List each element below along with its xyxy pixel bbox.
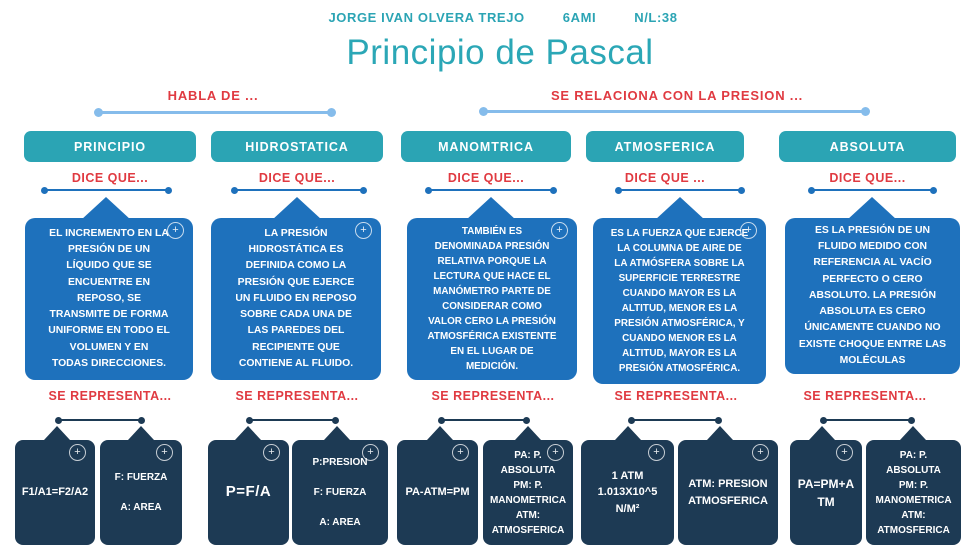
formula-text: 1 ATM 1.013X10^5 N/M² (597, 469, 658, 515)
topic-chip-absoluta[interactable]: ABSOLUTA (779, 131, 956, 162)
dice-que-label: DICE QUE... (447, 171, 525, 185)
topic-chip-hidrostatica[interactable]: HIDROSTATICA (211, 131, 383, 162)
student-header: JORGE IVAN OLVERA TREJO 6AMI N/L:38 (0, 10, 978, 25)
formula-box-atmosferica[interactable]: 1 ATM 1.013X10^5 N/M² (581, 426, 674, 545)
definition-text: LA PRESIÓN HIDROSTÁTICA ES DEFINIDA COMO… (235, 228, 357, 369)
formula-text: PA-ATM=PM (405, 486, 470, 499)
legend-text: ATM: PRESION ATMOSFERICA (688, 478, 768, 507)
topic-chip-atmosferica[interactable]: ATMOSFERICA (586, 131, 744, 162)
definition-bubble-hidrostatica[interactable]: LA PRESIÓN HIDROSTÁTICA ES DEFINIDA COMO… (211, 196, 381, 380)
definition-bubble-manomtrica[interactable]: TAMBIÉN ES DENOMINADA PRESIÓN RELATIVA P… (407, 196, 577, 380)
representa-connector-line (246, 416, 339, 424)
expand-icon[interactable] (452, 444, 469, 461)
dice-que-connector-line (615, 186, 745, 194)
definition-bubble-atmosferica[interactable]: ES LA FUERZA QUE EJERCE LA COLUMNA DE AI… (593, 196, 766, 384)
legend-text: PA: P. ABSOLUTA PM: P. MANOMETRICA ATM: … (489, 449, 567, 536)
branch-connector-line-left (94, 108, 336, 117)
legend-text: P:PRESION F: FUERZA A: AREA (312, 457, 368, 528)
student-list-number: N/L:38 (634, 10, 678, 25)
formula-box-manomtrica[interactable]: PA-ATM=PM (397, 426, 478, 545)
box-pointer (44, 426, 70, 440)
legend-text: PA: P. ABSOLUTA PM: P. MANOMETRICA ATM: … (875, 449, 952, 536)
expand-icon[interactable] (547, 444, 564, 461)
dice-que-connector-line (808, 186, 937, 194)
box-pointer (707, 426, 733, 440)
topic-chip-principio[interactable]: PRINCIPIO (24, 131, 196, 162)
dice-que-label: DICE QUE... (829, 171, 906, 185)
student-group: 6AMI (562, 10, 597, 25)
bubble-pointer (81, 197, 131, 220)
expand-icon[interactable] (69, 444, 86, 461)
se-representa-label: SE REPRESENTA... (803, 389, 927, 403)
se-representa-label: SE REPRESENTA... (431, 389, 555, 403)
formula-text: F1/A1=F2/A2 (21, 486, 89, 499)
legend-box-absoluta[interactable]: PA: P. ABSOLUTA PM: P. MANOMETRICA ATM: … (866, 426, 961, 545)
legend-box-atmosferica[interactable]: ATM: PRESION ATMOSFERICA (678, 426, 778, 545)
expand-icon[interactable] (263, 444, 280, 461)
box-pointer (809, 426, 835, 440)
page-title: Principio de Pascal (346, 33, 654, 72)
box-pointer (615, 426, 641, 440)
legend-box-manomtrica[interactable]: PA: P. ABSOLUTA PM: P. MANOMETRICA ATM: … (483, 426, 573, 545)
expand-icon[interactable] (167, 222, 184, 239)
dice-que-label: DICE QUE ... (624, 171, 706, 185)
legend-text: F: FUERZA A: AREA (114, 472, 168, 513)
formula-box-absoluta[interactable]: PA=PM+ATM (790, 426, 862, 545)
expand-icon[interactable] (740, 222, 757, 239)
definition-bubble-absoluta[interactable]: ES LA PRESIÓN DE UN FLUIDO MEDIDO CON RE… (785, 196, 960, 374)
definition-text: EL INCREMENTO EN LA PRESIÓN DE UN LÍQUID… (48, 228, 170, 369)
dice-que-label: DICE QUE... (71, 171, 149, 185)
definition-text: ES LA FUERZA QUE EJERCE LA COLUMNA DE AI… (610, 227, 749, 375)
representa-connector-line (55, 416, 145, 424)
formula-text: P=F/A (225, 483, 272, 501)
formula-text: PA=PM+ATM (797, 476, 855, 509)
box-pointer (900, 426, 926, 440)
legend-box-hidrostatica[interactable]: P:PRESION F: FUERZA A: AREA (292, 426, 388, 545)
expand-icon[interactable] (648, 444, 665, 461)
se-representa-label: SE REPRESENTA... (48, 389, 172, 403)
representa-connector-line (438, 416, 530, 424)
expand-icon[interactable] (156, 444, 173, 461)
box-pointer (515, 426, 541, 440)
bubble-pointer (272, 197, 322, 220)
definition-bubble-principio[interactable]: EL INCREMENTO EN LA PRESIÓN DE UN LÍQUID… (25, 196, 193, 380)
definition-text: TAMBIÉN ES DENOMINADA PRESIÓN RELATIVA P… (427, 225, 557, 373)
box-pointer (128, 426, 154, 440)
legend-box-principio[interactable]: F: FUERZA A: AREA (100, 426, 182, 545)
expand-icon[interactable] (752, 444, 769, 461)
definition-text: ES LA PRESIÓN DE UN FLUIDO MEDIDO CON RE… (798, 225, 947, 366)
branch-connector-line-right (479, 107, 870, 116)
formula-box-hidrostatica[interactable]: P=F/A (208, 426, 289, 545)
branch-label-habla-de: HABLA DE ... (167, 88, 259, 103)
se-representa-label: SE REPRESENTA... (614, 389, 738, 403)
box-pointer (324, 426, 350, 440)
branch-label-se-relaciona: SE RELACIONA CON LA PRESION ... (550, 88, 804, 103)
expand-icon[interactable] (836, 444, 853, 461)
dice-que-connector-line (425, 186, 557, 194)
student-name: JORGE IVAN OLVERA TREJO (328, 10, 525, 25)
bubble-pointer (655, 197, 705, 220)
expand-icon[interactable] (355, 222, 372, 239)
se-representa-label: SE REPRESENTA... (235, 389, 359, 403)
dice-que-connector-line (41, 186, 172, 194)
representa-connector-line (820, 416, 915, 424)
dice-que-connector-line (231, 186, 367, 194)
box-pointer (235, 426, 261, 440)
expand-icon[interactable] (551, 222, 568, 239)
formula-box-principio[interactable]: F1/A1=F2/A2 (15, 426, 95, 545)
topic-chip-manomtrica[interactable]: MANOMTRICA (401, 131, 571, 162)
dice-que-label: DICE QUE... (258, 171, 336, 185)
bubble-pointer (847, 197, 897, 220)
expand-icon[interactable] (362, 444, 379, 461)
box-pointer (427, 426, 453, 440)
representa-connector-line (628, 416, 722, 424)
bubble-pointer (466, 197, 516, 220)
